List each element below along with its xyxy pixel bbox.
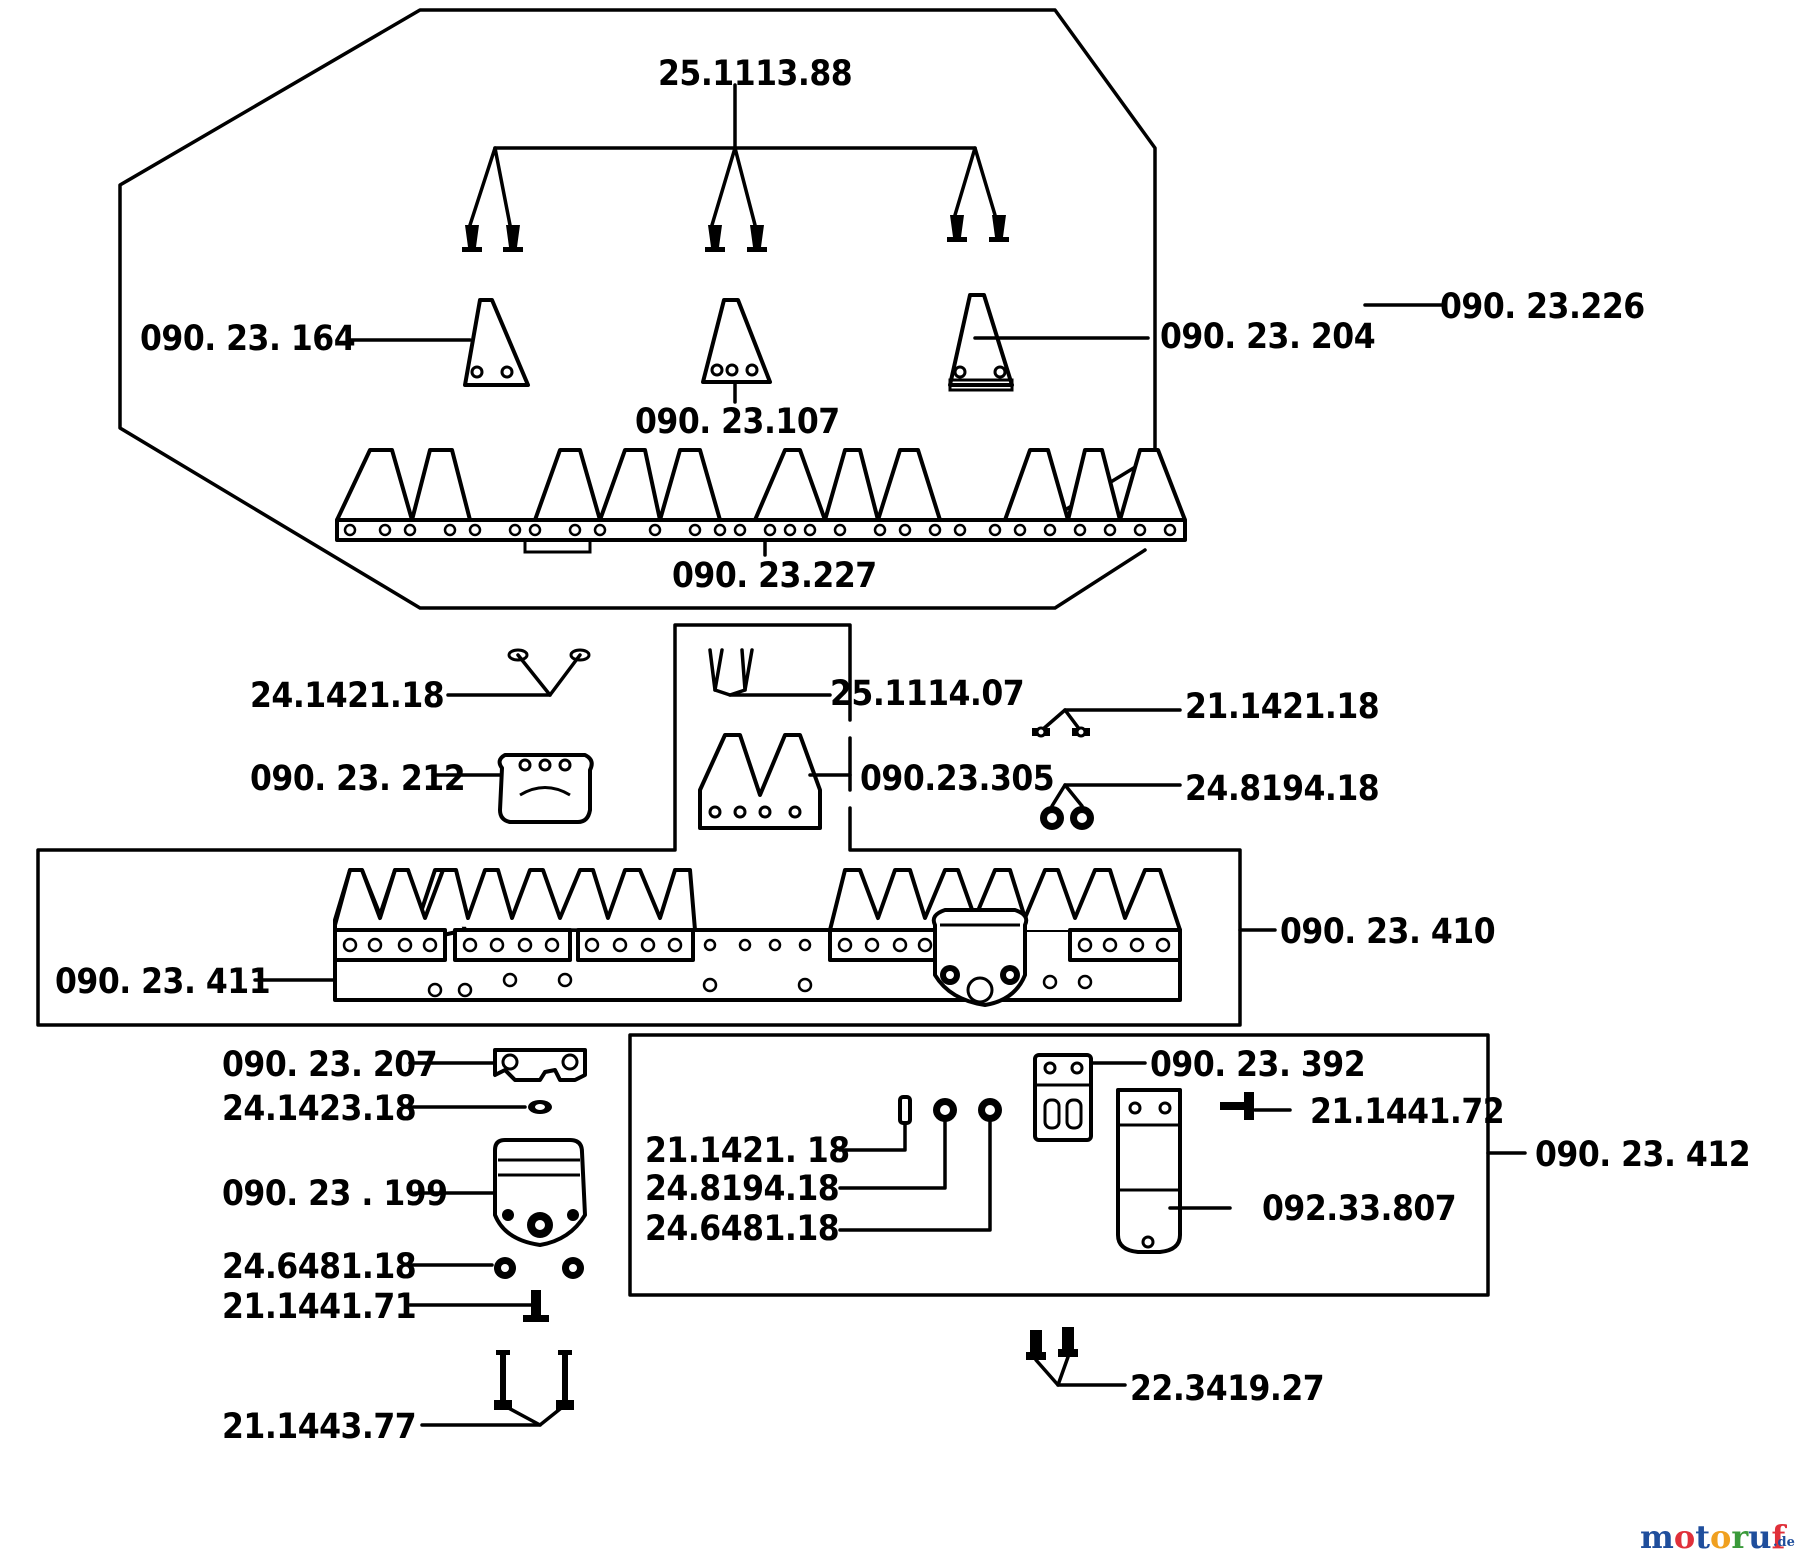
svg-text:motoruf: motoruf <box>1640 1518 1787 1556</box>
box-090-23-412 <box>628 1033 1490 1297</box>
part-090-23-199 <box>413 1138 587 1247</box>
bolt-21-1441-71 <box>408 1290 549 1322</box>
part-092-33-807 <box>1116 1088 1232 1254</box>
bolts-21-1443-77 <box>420 1350 574 1427</box>
knife-assembly-090-23-227 <box>335 448 1187 554</box>
label-090-23-164: 090. 23. 164 <box>140 319 355 359</box>
label-21-1443-77: 21.1443.77 <box>222 1407 416 1447</box>
label-22-3419-27: 22.3419.27 <box>1130 1369 1324 1409</box>
nut-24-6481-18-box <box>838 1098 1002 1232</box>
watermark-letter: m <box>1640 1518 1674 1556</box>
watermark-letter: r <box>1731 1518 1749 1556</box>
label-24-8194-18-box: 24.8194.18 <box>645 1169 839 1209</box>
watermark-letter: o <box>1710 1518 1731 1556</box>
rivet-21-1421-18-box <box>838 1095 912 1152</box>
label-090-23-392: 090. 23. 392 <box>1150 1045 1365 1085</box>
watermark-letter: o <box>1674 1518 1695 1556</box>
part-090-23-212 <box>431 753 594 824</box>
center-bracket-outline <box>36 623 1242 1027</box>
bolts-22-3419-27 <box>1026 1327 1127 1387</box>
label-090-23-227: 090. 23.227 <box>672 556 877 596</box>
label-21-1441-71: 21.1441.71 <box>222 1287 416 1327</box>
part-090-23-392 <box>1033 1053 1147 1142</box>
label-21-1441-72: 21.1441.72 <box>1310 1092 1504 1132</box>
label-090-23-207: 090. 23. 207 <box>222 1045 437 1085</box>
label-090-23-412: 090. 23. 412 <box>1535 1135 1750 1175</box>
label-090-23-107: 090. 23.107 <box>635 402 840 442</box>
knife-section-090-23-204 <box>948 293 1014 392</box>
octagon-outline <box>118 8 1157 610</box>
label-090-23-199: 090. 23 . 199 <box>222 1174 448 1214</box>
label-25-1114-07: 25.1114.07 <box>830 674 1024 714</box>
part-24-1423-18 <box>403 1100 552 1114</box>
label-090-23-305: 090.23.305 <box>860 759 1054 799</box>
knife-section-090-23-107 <box>701 298 772 384</box>
label-090-23-204: 090. 23. 204 <box>1160 317 1375 357</box>
watermark-letter: f <box>1771 1518 1787 1556</box>
label-090-23-226: 090. 23.226 <box>1440 287 1645 327</box>
nuts-24-6481-18-left <box>408 1257 584 1279</box>
knife-bar-090-23-410 <box>253 868 1277 1007</box>
bolt-21-1441-72 <box>1220 1092 1292 1120</box>
nuts-24-8194-18-top <box>1040 783 1182 830</box>
rivets-21-1421-18-top <box>1032 708 1182 738</box>
label-090-23-410: 090. 23. 410 <box>1280 912 1495 952</box>
label-24-1423-18: 24.1423.18 <box>222 1089 416 1129</box>
knife-section-090-23-164 <box>463 298 530 387</box>
part-090-23-207 <box>408 1048 587 1082</box>
nut-24-8194-18-box <box>838 1098 957 1190</box>
label-21-1421-18-box: 21.1421. 18 <box>645 1131 850 1171</box>
label-24-6481-18-left: 24.6481.18 <box>222 1247 416 1287</box>
watermark-letter: t <box>1695 1518 1710 1556</box>
label-24-6481-18-box: 24.6481.18 <box>645 1209 839 1249</box>
label-092-33-807: 092.33.807 <box>1262 1189 1456 1229</box>
rivet-group-top <box>462 83 1009 252</box>
watermark-suffix: .de <box>1773 1535 1795 1550</box>
watermark-letter: u <box>1748 1518 1771 1556</box>
rivets-25-1114-07 <box>708 648 832 697</box>
label-090-23-212: 090. 23. 212 <box>250 759 465 799</box>
label-090-23-411: 090. 23. 411 <box>55 962 270 1002</box>
part-090-23-305 <box>698 733 852 830</box>
label-21-1421-18-top: 21.1421.18 <box>1185 687 1379 727</box>
label-25-1113-88: 25.1113.88 <box>658 54 852 94</box>
watermark-logo: motoruf .de <box>1640 1518 1795 1556</box>
rivets-24-1421-18 <box>446 648 591 697</box>
label-24-1421-18: 24.1421.18 <box>250 676 444 716</box>
label-24-8194-18-top: 24.8194.18 <box>1185 769 1379 809</box>
